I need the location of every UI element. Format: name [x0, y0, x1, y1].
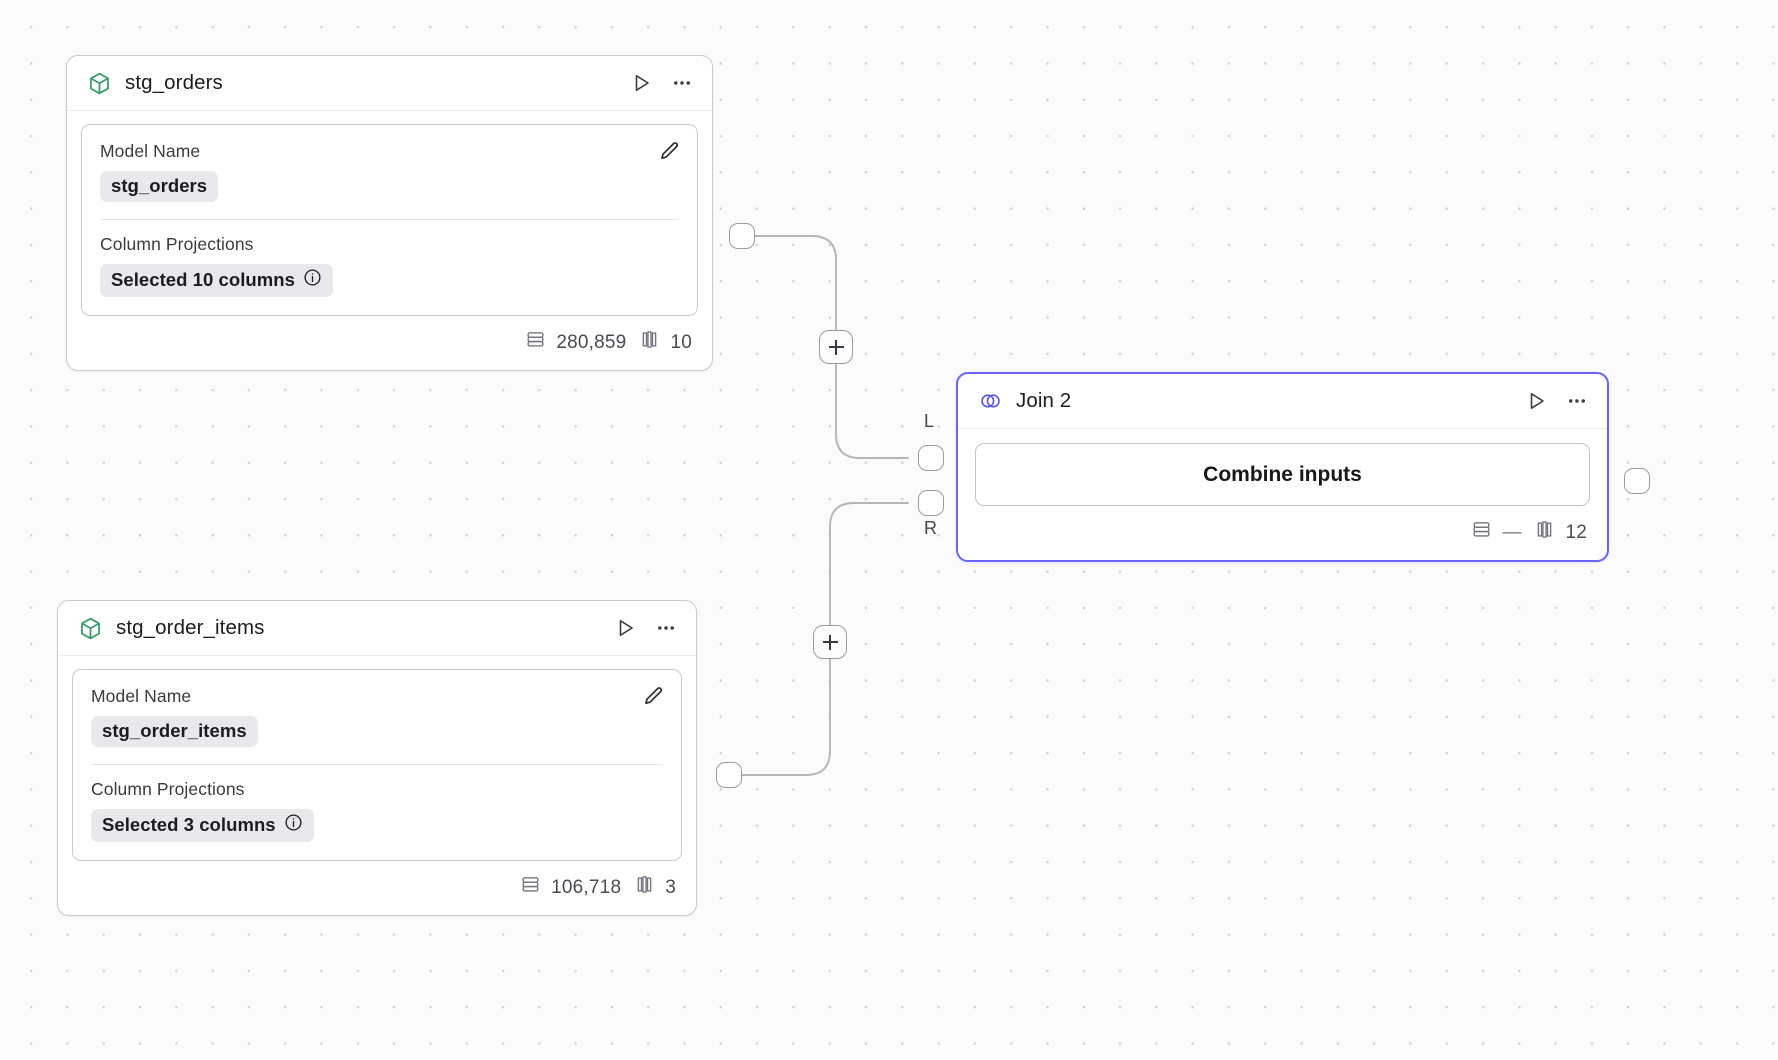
node-header: Join 2 — [958, 374, 1607, 429]
columns-icon — [639, 329, 660, 356]
node-header-actions — [613, 616, 678, 640]
output-port-stg-orders[interactable] — [729, 223, 755, 249]
columns-stat: 3 — [634, 874, 676, 901]
columns-value: 3 — [665, 876, 676, 898]
edit-pencil-icon[interactable] — [640, 684, 666, 710]
node-header-actions — [1524, 389, 1589, 413]
rows-value: 106,718 — [551, 876, 622, 898]
rows-stat: 280,859 — [525, 329, 626, 356]
node-footer: — 12 — [958, 506, 1607, 560]
node-title: Join 2 — [1016, 389, 1072, 412]
node-header: stg_order_items — [58, 601, 696, 656]
run-icon[interactable] — [629, 71, 653, 95]
column-projections-value: Selected 10 columns — [111, 269, 295, 290]
more-options-icon[interactable] — [670, 71, 694, 95]
node-title: stg_order_items — [116, 616, 265, 639]
columns-value: 12 — [1565, 521, 1587, 543]
node-footer: 280,859 10 — [67, 316, 712, 370]
rows-value: — — [1502, 521, 1522, 543]
rows-icon — [525, 329, 546, 356]
columns-stat: 10 — [639, 329, 692, 356]
column-projections-label: Column Projections — [91, 779, 245, 799]
node-body: Model Name stg_order_items Column Projec… — [58, 656, 696, 861]
node-body: Model Name stg_orders Column Projections… — [67, 111, 712, 316]
column-projections-value: Selected 3 columns — [102, 814, 276, 835]
add-node-on-edge-top-button[interactable] — [819, 330, 853, 364]
info-icon[interactable] — [284, 813, 303, 837]
rows-icon — [1471, 519, 1492, 546]
model-name-chip[interactable]: stg_order_items — [91, 716, 258, 747]
panel-divider — [91, 764, 663, 765]
column-projections-chip[interactable]: Selected 10 columns — [100, 264, 333, 297]
cube-icon — [87, 71, 112, 96]
columns-stat: 12 — [1534, 519, 1587, 546]
columns-value: 10 — [670, 331, 692, 353]
column-projections-chip[interactable]: Selected 3 columns — [91, 809, 314, 842]
model-name-label: Model Name — [100, 141, 201, 161]
output-port-stg-order-items[interactable] — [716, 762, 742, 788]
input-port-join-left[interactable] — [918, 445, 944, 471]
rows-icon — [520, 874, 541, 901]
node-stg-orders[interactable]: stg_orders — [66, 55, 713, 371]
combine-inputs-button[interactable]: Combine inputs — [975, 443, 1590, 506]
node-body: Combine inputs — [958, 429, 1607, 506]
edit-pencil-icon[interactable] — [656, 139, 682, 165]
column-projections-label: Column Projections — [100, 234, 254, 254]
input-port-left-label: L — [924, 411, 935, 431]
rows-value: 280,859 — [556, 331, 627, 353]
node-stg-order-items[interactable]: stg_order_items — [57, 600, 697, 916]
columns-icon — [634, 874, 655, 901]
add-node-on-edge-bottom-button[interactable] — [813, 625, 847, 659]
model-name-chip[interactable]: stg_orders — [100, 171, 219, 202]
model-name-label: Model Name — [91, 686, 192, 706]
cube-icon — [78, 616, 103, 641]
rows-stat: 106,718 — [520, 874, 621, 901]
node-header-actions — [629, 71, 694, 95]
node-footer: 106,718 3 — [58, 861, 696, 915]
join-icon — [978, 389, 1003, 414]
more-options-icon[interactable] — [1565, 389, 1589, 413]
input-port-right-label: R — [924, 518, 937, 538]
model-properties-panel: Model Name stg_order_items Column Projec… — [72, 669, 682, 861]
columns-icon — [1534, 519, 1555, 546]
node-title: stg_orders — [125, 71, 223, 94]
run-icon[interactable] — [1524, 389, 1548, 413]
node-header: stg_orders — [67, 56, 712, 111]
info-icon[interactable] — [303, 268, 322, 292]
rows-stat: — — [1471, 519, 1521, 546]
more-options-icon[interactable] — [654, 616, 678, 640]
output-port-join-2[interactable] — [1624, 468, 1650, 494]
input-port-join-right[interactable] — [918, 490, 944, 516]
panel-divider — [100, 219, 679, 220]
run-icon[interactable] — [613, 616, 637, 640]
node-join-2[interactable]: Join 2 Combine inputs — [956, 372, 1609, 562]
model-properties-panel: Model Name stg_orders Column Projections… — [81, 124, 698, 316]
